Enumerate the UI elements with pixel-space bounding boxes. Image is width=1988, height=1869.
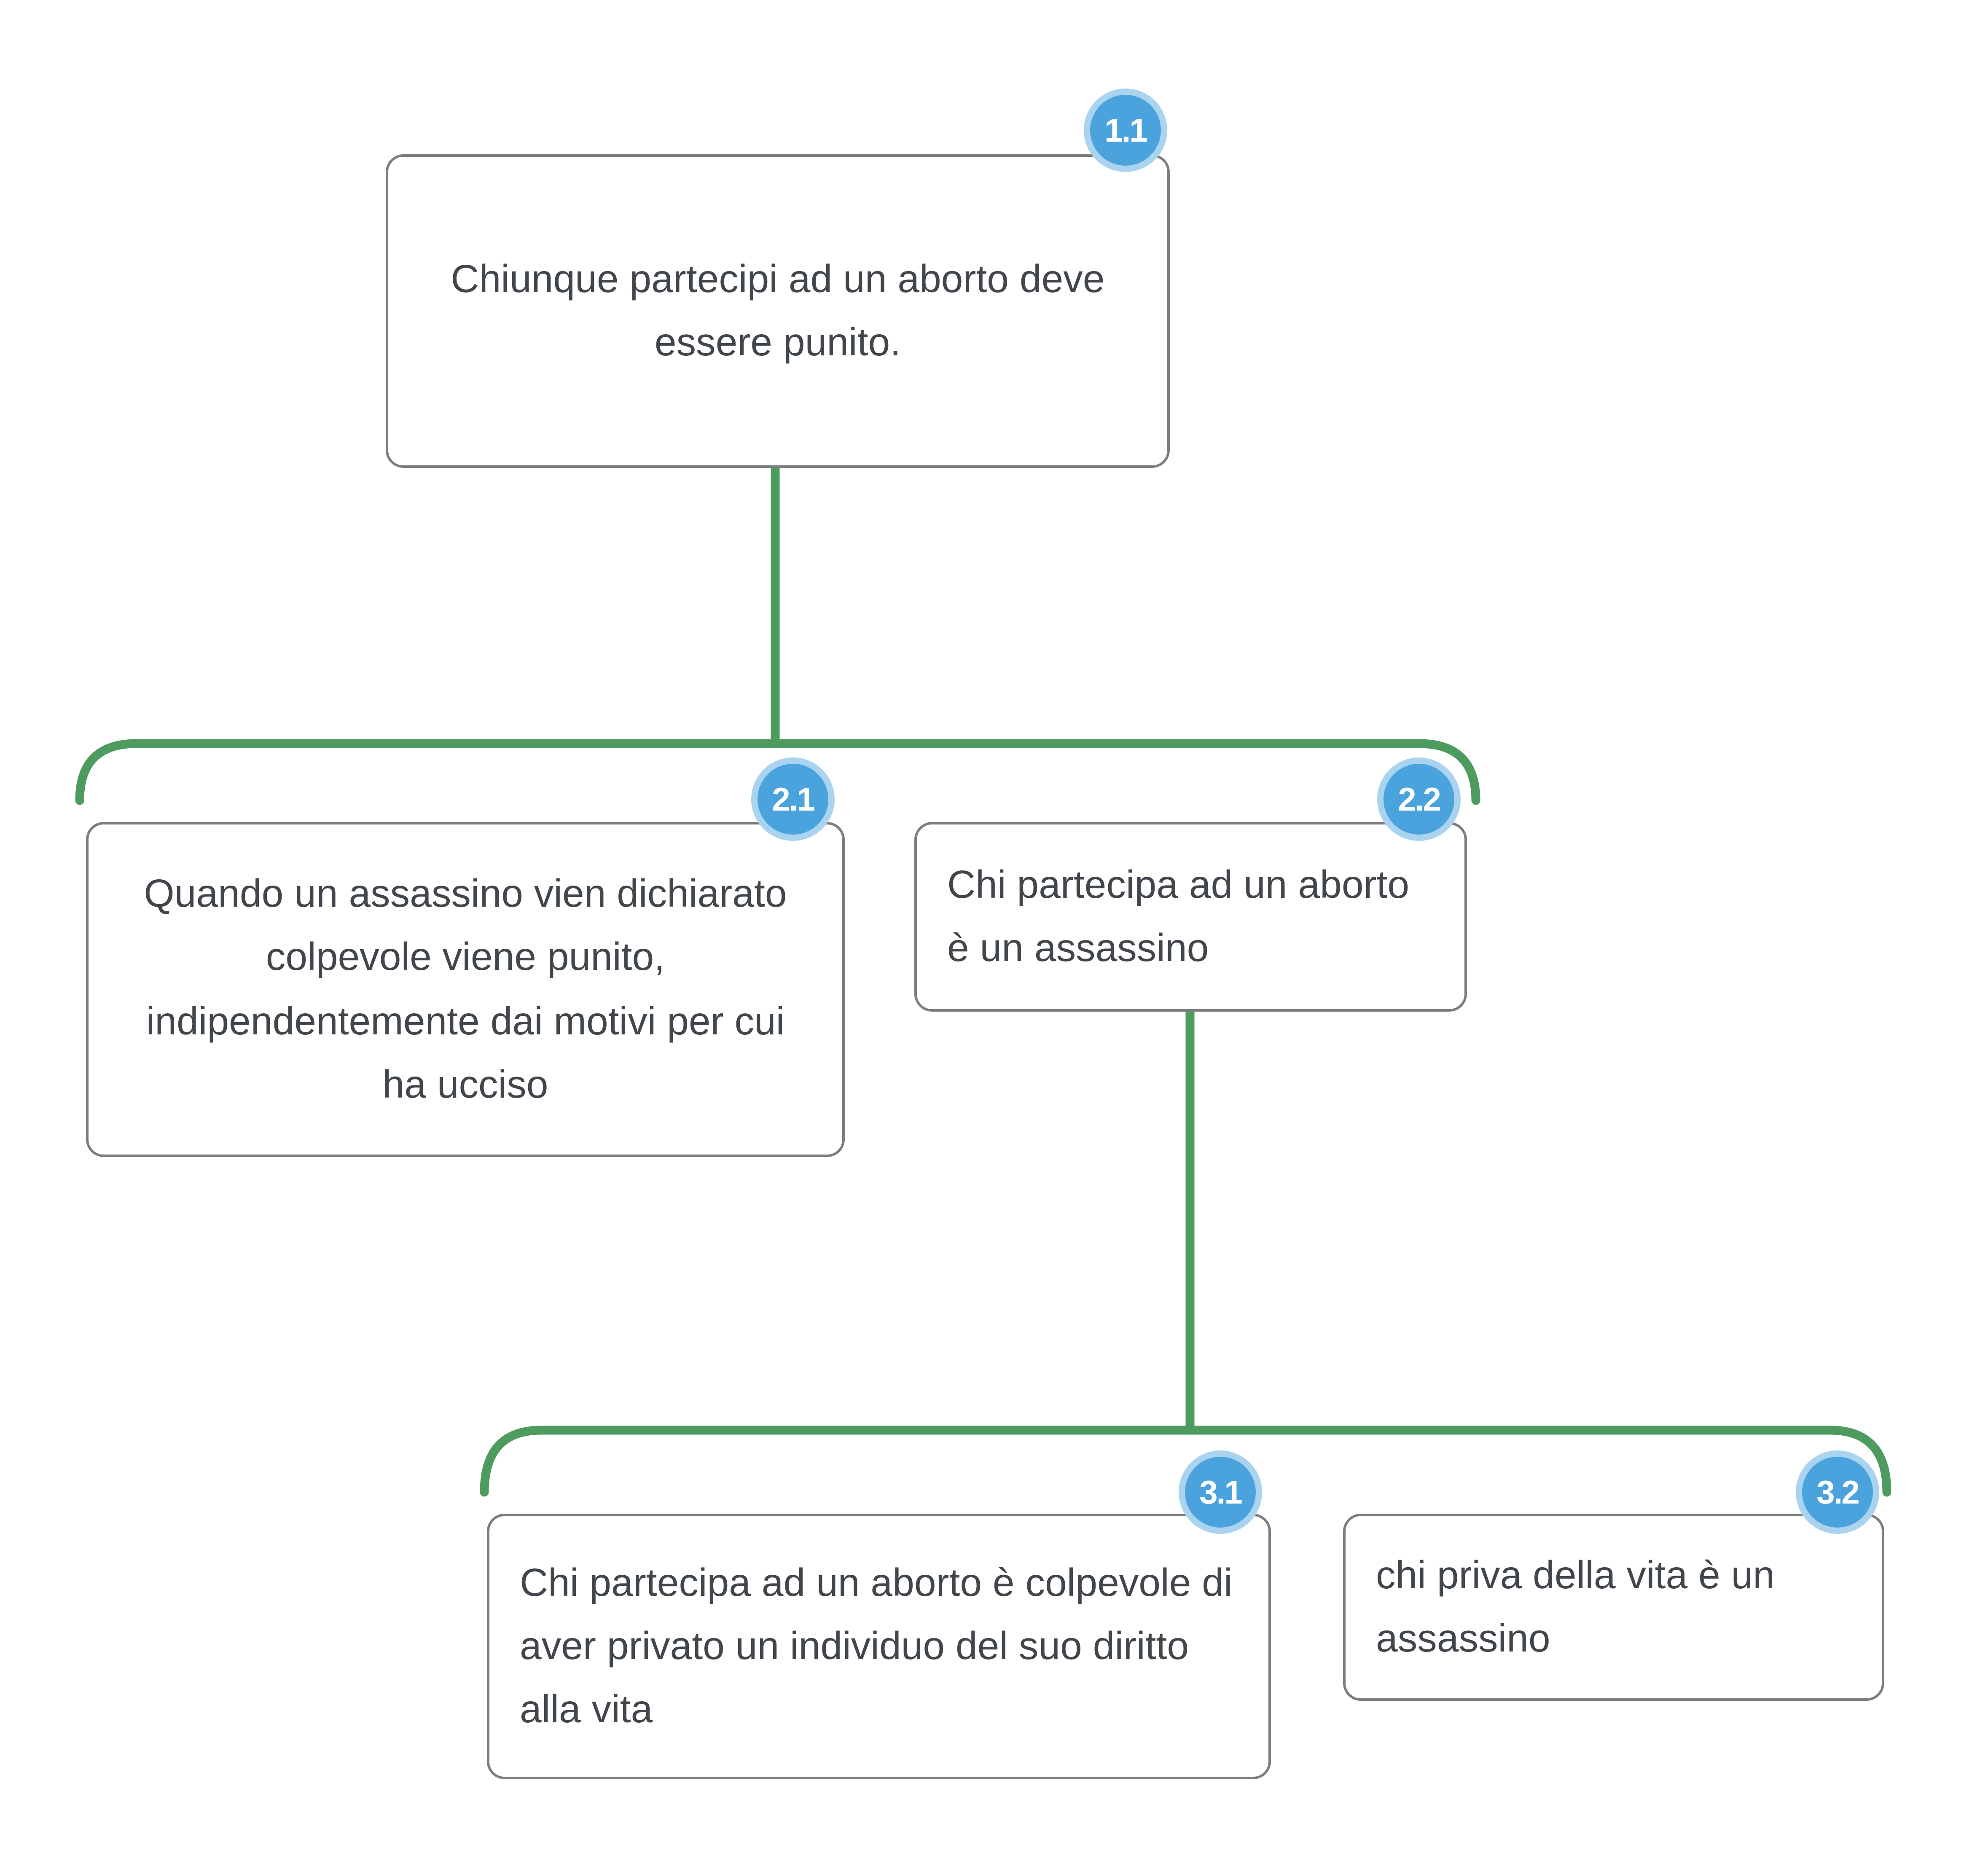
- node-2-2-text: Chi partecipa ad un aborto è un assassin…: [947, 862, 1410, 970]
- node-2-1-badge-label: 2.1: [772, 779, 815, 818]
- node-2-2-badge: 2.2: [1377, 757, 1461, 841]
- node-2-1-badge: 2.1: [751, 757, 835, 841]
- node-3-1[interactable]: Chi partecipa ad un aborto è colpevole d…: [487, 1514, 1271, 1779]
- node-1-1-text: Chiunque partecipi ad un aborto deve ess…: [451, 256, 1105, 364]
- node-1-1-badge: 1.1: [1084, 89, 1167, 172]
- node-2-1[interactable]: Quando un assassino vien dichiarato colp…: [86, 822, 845, 1157]
- node-3-1-badge: 3.1: [1179, 1450, 1262, 1534]
- node-2-1-text: Quando un assassino vien dichiarato colp…: [144, 871, 787, 1106]
- node-3-1-text: Chi partecipa ad un aborto è colpevole d…: [520, 1560, 1233, 1732]
- node-3-2-badge-label: 3.2: [1816, 1472, 1859, 1511]
- node-1-1[interactable]: Chiunque partecipi ad un aborto deve ess…: [386, 154, 1170, 468]
- node-3-1-badge-label: 3.1: [1199, 1472, 1242, 1511]
- node-3-2[interactable]: chi priva della vita è un assassino: [1343, 1514, 1884, 1701]
- node-3-2-text: chi priva della vita è un assassino: [1376, 1552, 1775, 1660]
- node-2-2[interactable]: Chi partecipa ad un aborto è un assassin…: [914, 822, 1467, 1012]
- node-2-2-badge-label: 2.2: [1398, 779, 1441, 818]
- node-3-2-badge: 3.2: [1796, 1450, 1879, 1534]
- node-1-1-badge-label: 1.1: [1104, 110, 1147, 149]
